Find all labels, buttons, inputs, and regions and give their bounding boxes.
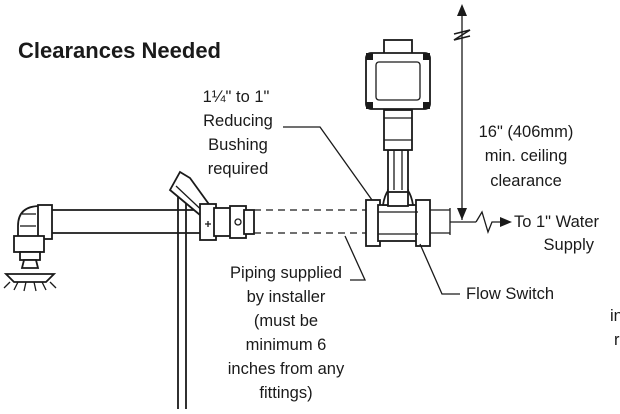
svg-text:required: required bbox=[208, 160, 269, 178]
sprinkler-elbow bbox=[13, 204, 53, 253]
main-pipe bbox=[52, 209, 200, 234]
svg-text:1¼" to 1": 1¼" to 1" bbox=[203, 88, 270, 106]
svg-text:To 1" Water: To 1" Water bbox=[514, 213, 600, 231]
svg-text:r: r bbox=[614, 331, 620, 349]
svg-text:Supply: Supply bbox=[544, 236, 595, 254]
piping-leader bbox=[344, 235, 367, 281]
svg-text:inches from any: inches from any bbox=[228, 360, 345, 378]
bushing-leader bbox=[283, 126, 373, 201]
supply-break-line bbox=[450, 210, 512, 234]
svg-text:Reducing: Reducing bbox=[203, 112, 273, 130]
ceiling-clearance-label: 16" (406mm) min. ceiling clearance bbox=[479, 123, 574, 190]
svg-text:fittings): fittings) bbox=[259, 384, 312, 402]
svg-text:(must be: (must be bbox=[254, 312, 318, 330]
diagram-title: Clearances Needed bbox=[18, 38, 221, 63]
svg-text:16" (406mm): 16" (406mm) bbox=[479, 123, 574, 141]
svg-text:Bushing: Bushing bbox=[208, 136, 268, 154]
bushing-label: 1¼" to 1" Reducing Bushing required bbox=[203, 88, 273, 178]
sprinkler-head-icon bbox=[3, 251, 57, 292]
installer-piping bbox=[254, 209, 366, 234]
svg-text:Piping supplied: Piping supplied bbox=[230, 264, 342, 282]
flow-switch-leader bbox=[419, 243, 460, 295]
switch-housing-icon bbox=[365, 39, 431, 110]
flow-switch-body bbox=[365, 183, 451, 247]
piping-label: Piping supplied by installer (must be mi… bbox=[228, 264, 345, 402]
svg-text:minimum 6: minimum 6 bbox=[246, 336, 327, 354]
svg-text:clearance: clearance bbox=[490, 172, 562, 190]
svg-text:in: in bbox=[610, 307, 620, 325]
svg-text:by installer: by installer bbox=[247, 288, 326, 306]
svg-text:min. ceiling: min. ceiling bbox=[485, 147, 568, 165]
flow-switch-label: Flow Switch bbox=[466, 285, 554, 303]
cutoff-text: in r bbox=[610, 307, 620, 349]
pipe-union bbox=[199, 203, 255, 241]
ceiling-dimension bbox=[453, 4, 471, 220]
water-supply-label: To 1" Water Supply bbox=[514, 213, 600, 254]
flow-switch-stem bbox=[383, 109, 413, 193]
